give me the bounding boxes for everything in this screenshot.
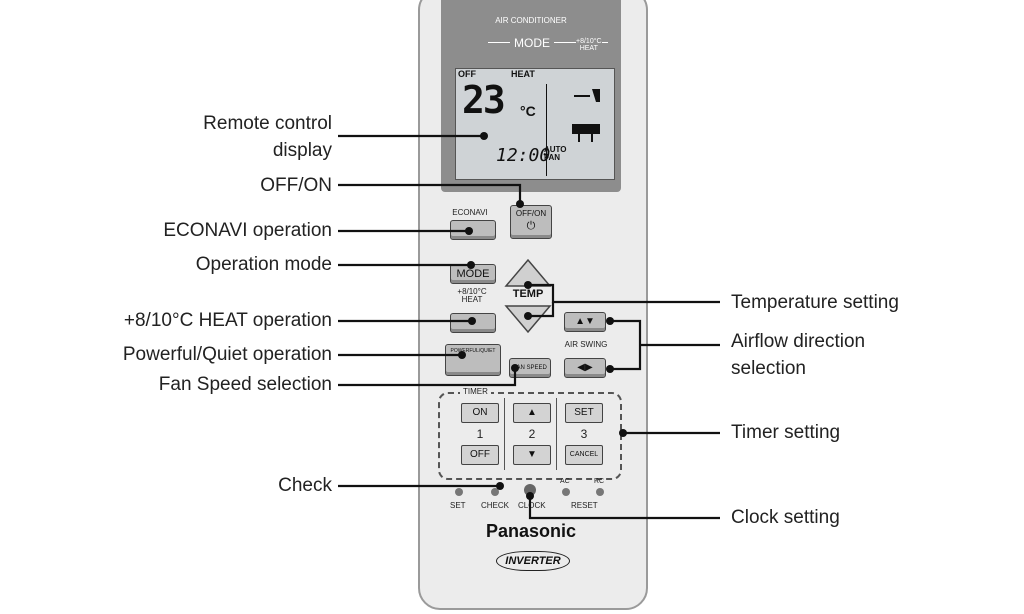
callout-airflow: Airflow direction selection xyxy=(731,331,866,379)
dot-heat xyxy=(468,317,476,325)
line-airflow-bracket xyxy=(610,319,642,371)
timer-up-button[interactable]: ▲ xyxy=(513,403,551,423)
powerful-quiet-button[interactable]: POWERFUL/QUIET xyxy=(445,344,501,376)
set-label: SET xyxy=(450,501,466,510)
triangle-up-icon: ▲ xyxy=(527,407,537,418)
rc-reset-dot-button[interactable] xyxy=(596,488,604,496)
fan-speed-button[interactable]: FAN SPEED xyxy=(509,358,551,378)
lcd-heat-label: HEAT xyxy=(511,69,535,79)
callout-powerful-quiet: Powerful/Quiet operation xyxy=(122,344,332,365)
callout-check: Check xyxy=(278,475,332,496)
indoor-unit-icon xyxy=(572,124,600,142)
dot-temp-up xyxy=(524,281,532,289)
timer-off-button[interactable]: OFF xyxy=(461,445,499,465)
clock-dot-button[interactable] xyxy=(524,484,536,496)
econavi-caption: ECONAVI xyxy=(452,208,488,217)
fan-speed-label: FAN SPEED xyxy=(513,365,547,371)
brand-logo: Panasonic xyxy=(485,521,577,541)
air-conditioner-header: AIR CONDITIONER xyxy=(495,16,567,25)
airswing-vertical-button[interactable]: ▲▼ xyxy=(564,312,606,332)
inverter-logo: INVERTER xyxy=(496,551,570,571)
timer-col-3: 3 xyxy=(580,427,588,441)
rc-label: RC xyxy=(594,478,605,485)
timer-label: TIMER xyxy=(460,387,491,396)
louver-icon xyxy=(574,89,600,102)
callout-mode: Operation mode xyxy=(195,254,332,275)
timer-set-button[interactable]: SET xyxy=(565,403,603,423)
line-temp-down xyxy=(528,302,555,318)
callout-timer: Timer setting xyxy=(731,422,841,443)
check-dot-button[interactable] xyxy=(491,488,499,496)
line-offon xyxy=(338,183,522,204)
callout-heat: +8/10°C HEAT operation xyxy=(123,310,332,331)
lcd-divider xyxy=(546,84,547,176)
timer-col-1: 1 xyxy=(476,427,484,441)
set-dot-button[interactable] xyxy=(455,488,463,496)
dot-airswing-up xyxy=(606,317,614,325)
callout-temperature: Temperature setting xyxy=(731,292,899,313)
airswing-horizontal-button[interactable]: ◀▶ xyxy=(564,358,606,378)
callout-display: Remote control display xyxy=(203,113,332,161)
timer-col-2: 2 xyxy=(528,427,536,441)
timer-divider-1 xyxy=(504,398,505,470)
triangle-down-icon: ▼ xyxy=(527,449,537,460)
lcd-temperature-unit: °C xyxy=(520,103,536,119)
line-clock xyxy=(528,496,720,520)
callout-fan-speed: Fan Speed selection xyxy=(158,374,332,395)
dot-display xyxy=(480,132,488,140)
air-swing-caption: AIR SWING xyxy=(564,340,608,349)
powerful-quiet-label: POWERFUL/QUIET xyxy=(450,348,496,354)
clock-label: CLOCK xyxy=(518,501,546,510)
dot-timer xyxy=(619,429,627,437)
lcd-airflow-icons xyxy=(572,89,600,142)
ac-reset-dot-button[interactable] xyxy=(562,488,570,496)
dot-offon xyxy=(516,200,524,208)
updown-arrows-icon: ▲▼ xyxy=(575,316,595,327)
lcd-fan-mode: AUTO FAN xyxy=(544,145,567,162)
dot-clock xyxy=(526,492,534,500)
dot-check xyxy=(496,482,504,490)
callout-offon: OFF/ON xyxy=(260,175,332,196)
callout-clock: Clock setting xyxy=(731,507,840,528)
offon-label: OFF/ON xyxy=(515,209,547,218)
timer-on-button[interactable]: ON xyxy=(461,403,499,423)
mode-heat-label: +8/10°C HEAT xyxy=(576,38,602,52)
lcd-clock: 12:00 xyxy=(496,145,551,166)
dot-airswing-lr xyxy=(606,365,614,373)
dot-powerful xyxy=(458,351,466,359)
heat-caption: +8/10°C HEAT xyxy=(457,287,487,304)
power-icon: ⏻ xyxy=(526,220,536,232)
callout-econavi: ECONAVI operation xyxy=(163,220,332,241)
mode-label: MODE xyxy=(510,36,554,50)
line-temp xyxy=(528,283,720,304)
temp-label: TEMP xyxy=(512,288,544,300)
timer-cancel-button[interactable]: CANCEL xyxy=(565,445,603,465)
dot-fanspeed xyxy=(511,364,519,372)
mode-button[interactable]: MODE xyxy=(450,264,496,284)
offon-button[interactable]: OFF/ON ⏻ xyxy=(510,205,552,239)
timer-divider-2 xyxy=(556,398,557,470)
timer-down-button[interactable]: ▼ xyxy=(513,445,551,465)
dot-mode xyxy=(467,261,475,269)
dot-econavi xyxy=(465,227,473,235)
ac-label: AC xyxy=(560,478,570,485)
leftright-arrows-icon: ◀▶ xyxy=(577,362,593,373)
lcd-temperature: 23 xyxy=(462,78,506,122)
reset-label: RESET xyxy=(571,501,598,510)
dot-temp-down xyxy=(524,312,532,320)
line-fanspeed xyxy=(338,368,517,387)
lcd-off-label: OFF xyxy=(458,69,476,79)
check-label: CHECK xyxy=(481,501,510,510)
